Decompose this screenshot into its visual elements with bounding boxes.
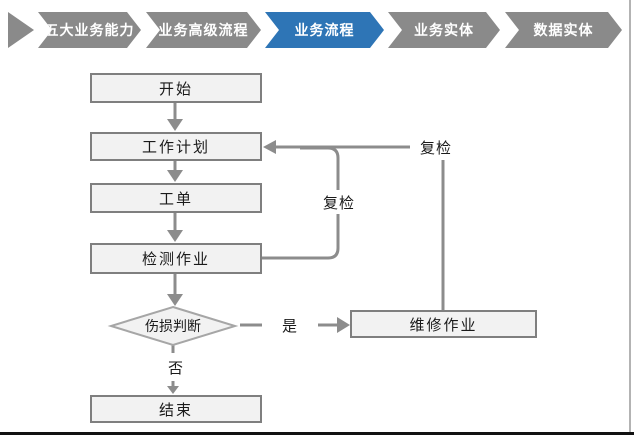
arrowhead-down-icon: [167, 230, 183, 242]
edge-label-recheck-inner: 复检: [316, 190, 362, 214]
arrowhead-left-icon: [263, 140, 276, 154]
flow-node-decision-label: 伤损判断: [145, 318, 201, 334]
flow-node-plan: 工作计划: [90, 132, 262, 161]
decision-diamond-shape: [107, 305, 239, 347]
nav-step-label: 数据实体: [533, 22, 594, 38]
flow-node-start: 开始: [90, 73, 262, 103]
edge-recheck-outer: [276, 145, 445, 310]
nav-step-business-process[interactable]: 业务流程: [265, 12, 384, 48]
nav-step-data-entity[interactable]: 数据实体: [505, 12, 622, 48]
right-border-line: [629, 0, 631, 433]
bottom-border-line: [0, 432, 634, 435]
arrowhead-down-icon: [167, 294, 183, 306]
edge-label-yes: 是: [262, 312, 318, 338]
edge-label-no: 否: [158, 353, 194, 381]
flow-node-order: 工单: [90, 183, 262, 213]
arrowhead-right-icon: [337, 317, 350, 333]
arrowhead-down-icon: [167, 170, 183, 182]
arrowhead-down-small-icon: [167, 386, 179, 394]
nav-step-label: 五大业务能力: [44, 22, 135, 38]
nav-step-five-capabilities[interactable]: 五大业务能力: [38, 12, 141, 48]
nav-step-business-entity[interactable]: 业务实体: [388, 12, 500, 48]
arrowhead-down-icon: [167, 119, 183, 131]
nav-step-label: 业务流程: [294, 22, 355, 38]
flow-node-end: 结束: [90, 395, 262, 423]
flow-node-inspect: 检测作业: [90, 243, 262, 274]
edge-label-recheck-outer: 复检: [410, 134, 462, 160]
nav-step-high-level-process[interactable]: 业务高级流程: [146, 12, 261, 48]
nav-step-label: 业务实体: [414, 22, 474, 38]
flow-node-repair: 维修作业: [350, 310, 537, 338]
nav-step-label: 业务高级流程: [158, 22, 249, 38]
